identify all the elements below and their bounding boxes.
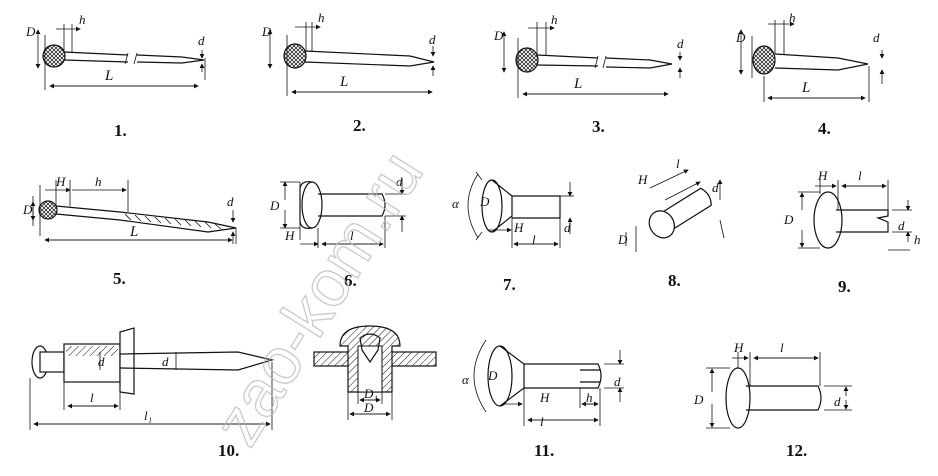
dim-d-4: d — [873, 30, 880, 45]
dim-alpha-11: α — [462, 372, 470, 387]
figure-label-2: 2. — [353, 116, 366, 135]
dim-L-1: L — [104, 68, 113, 84]
dim-l-11: l — [540, 414, 544, 429]
figure-label-8: 8. — [668, 271, 681, 290]
dim-h-9: h — [914, 232, 921, 247]
dim-d-12: d — [834, 394, 841, 409]
rivet-figure-12: H l D d 12. — [693, 340, 852, 460]
dim-D-9: D — [783, 212, 794, 227]
dim-D-6: D — [269, 198, 280, 213]
dim-D-3: D — [493, 28, 504, 43]
dim-L-4: L — [801, 80, 810, 96]
dim-D-7: D — [479, 194, 490, 209]
dim-h-4: h — [789, 10, 796, 25]
figure-label-9: 9. — [838, 277, 851, 296]
rivet-figure-10: d d l l₁ D₁ D 10. — [29, 325, 437, 460]
dim-l-12: l — [780, 340, 784, 355]
rivet-figure-8: D H l d 8. — [617, 156, 725, 290]
rivet-figure-11: α D H h l d 11. — [462, 339, 624, 460]
dim-d-9: d — [898, 218, 905, 233]
dim-L-3: L — [573, 76, 582, 92]
dim-l-7: l — [532, 232, 536, 247]
figure-label-4: 4. — [818, 119, 831, 138]
dim-H-6: H — [284, 228, 295, 243]
dim-d-10b: d — [162, 354, 169, 369]
dim-D1-10: D₁ — [363, 386, 378, 401]
figure-label-1: 1. — [114, 121, 127, 140]
dim-L-5: L — [129, 224, 138, 240]
dim-h-3: h — [551, 12, 558, 27]
dim-h-1: h — [79, 12, 86, 27]
rivet-figure-1: D h d L 1. — [25, 12, 206, 140]
dim-d-11: d — [614, 374, 621, 389]
dim-D-11: D — [487, 368, 498, 383]
dim-D-4: D — [735, 30, 746, 45]
dim-d-6: d — [396, 174, 403, 189]
dim-D-10: D — [363, 400, 374, 415]
dim-H-8: H — [637, 172, 648, 187]
rivet-figure-3: D h d L 3. — [493, 12, 684, 136]
dim-H-7: H — [513, 220, 524, 235]
figure-label-12: 12. — [786, 441, 807, 460]
figure-label-7: 7. — [503, 275, 516, 294]
dim-alpha-7: α — [452, 196, 460, 211]
dim-l-8: l — [676, 156, 680, 171]
figure-label-6: 6. — [344, 271, 357, 290]
dim-d-2: d — [429, 32, 436, 47]
dim-h-2: h — [318, 10, 325, 25]
dim-d-5: d — [227, 194, 234, 209]
dim-D-2: D — [261, 24, 272, 39]
figure-label-3: 3. — [592, 117, 605, 136]
figure-label-11: 11. — [534, 441, 554, 460]
rivet-figure-7: α D H l d 7. — [452, 171, 574, 294]
dim-D-5: D — [22, 202, 33, 217]
dim-l1-10: l₁ — [144, 408, 152, 423]
rivet-figure-9: H l D d h 9. — [783, 168, 921, 296]
dim-d-7: d — [564, 220, 571, 235]
figure-label-5: 5. — [113, 269, 126, 288]
dim-H-11: H — [539, 390, 550, 405]
dim-D-8: D — [617, 232, 628, 247]
dim-l-9: l — [858, 168, 862, 183]
dim-h-5: h — [95, 174, 102, 189]
dim-H-9: H — [817, 168, 828, 183]
rivet-figure-6: D H l d 6. — [269, 174, 406, 290]
dim-d-1: d — [198, 33, 205, 48]
dim-d-8: d — [712, 180, 719, 195]
dim-l-6: l — [350, 228, 354, 243]
dim-H-5: H — [55, 174, 66, 189]
dim-l-10: l — [90, 390, 94, 405]
rivet-figure-4: D h d L 4. — [735, 10, 885, 138]
rivet-figure-5: H h D d L 5. — [22, 174, 237, 288]
dim-L-2: L — [339, 74, 348, 90]
dim-h-11: h — [586, 390, 593, 405]
rivet-figure-2: D h d L 2. — [261, 10, 436, 135]
figure-label-10: 10. — [218, 441, 239, 460]
dim-H-12: H — [733, 340, 744, 355]
dim-D-12: D — [693, 392, 704, 407]
dim-D-1: D — [25, 24, 36, 39]
dim-d-3: d — [677, 36, 684, 51]
dim-d-10a: d — [98, 354, 105, 369]
